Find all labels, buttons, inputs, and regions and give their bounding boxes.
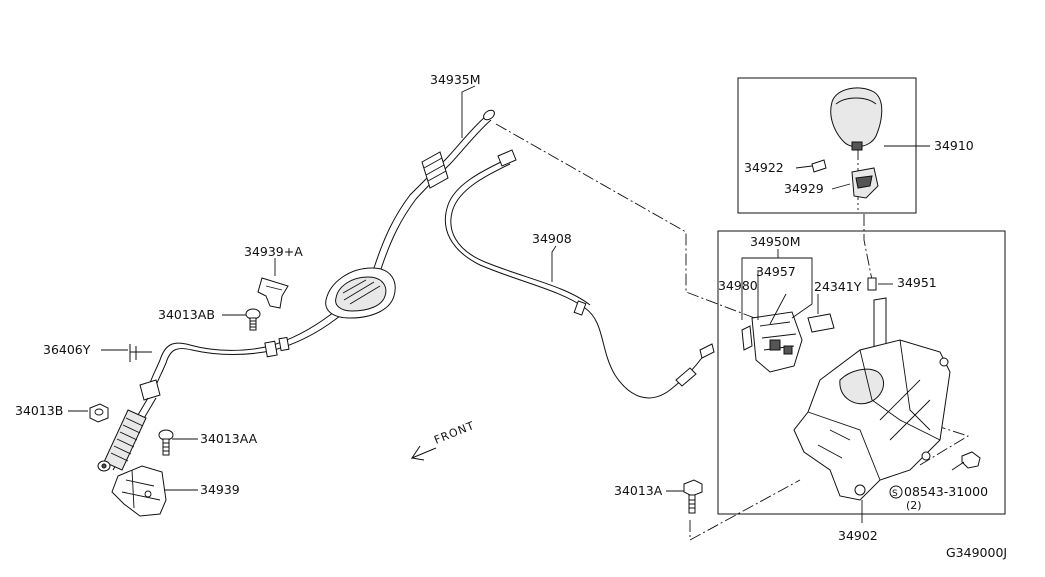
floor-grommet	[325, 267, 396, 319]
callout-34935m: 34935M	[430, 72, 481, 87]
leader-lines	[68, 85, 930, 523]
callout-34902: 34902	[838, 528, 878, 543]
bolt-08543-31000	[951, 451, 981, 471]
front-arrow: FRONT	[410, 419, 477, 461]
callout-34980: 34980	[718, 278, 758, 293]
shift-knob-detail-box	[737, 77, 917, 214]
bracket-34939	[111, 465, 167, 517]
callout-34929: 34929	[784, 181, 824, 196]
callout-34939: 34939	[200, 482, 240, 497]
control-cable-34935m	[97, 109, 495, 472]
bolt-34013a	[683, 479, 703, 514]
pin-34951	[867, 277, 877, 291]
callout-34908: 34908	[532, 231, 572, 246]
callout-34013a: 34013A	[614, 483, 663, 498]
boot-34929	[851, 167, 879, 199]
front-label: FRONT	[432, 419, 476, 447]
callout-34910: 34910	[934, 138, 974, 153]
clip-36406y	[129, 344, 152, 362]
assembly-lines	[495, 123, 970, 541]
diagram-code: G349000J	[946, 545, 1007, 560]
callout-34951: 34951	[897, 275, 937, 290]
nut-34013b	[89, 403, 109, 423]
callout-36406y: 36406Y	[43, 342, 91, 357]
special-bolt-s: S	[892, 489, 898, 499]
callout-34013ab: 34013AB	[158, 307, 215, 322]
callout-24341y: 24341Y	[814, 279, 862, 294]
switch-24341y	[807, 313, 835, 333]
callout-34013b: 34013B	[15, 403, 63, 418]
shift-lock-assembly	[741, 311, 803, 373]
callout-34939a: 34939+A	[244, 244, 303, 259]
callout-labels: 34935M 34908 34939+A 34013AB 36406Y 3401…	[15, 72, 1007, 560]
shifter-base-34902	[793, 297, 951, 501]
callout-08543-31000: 08543-31000	[904, 484, 988, 499]
callout-08543-qty: (2)	[906, 499, 922, 512]
callout-34950m: 34950M	[750, 234, 801, 249]
special-bolt-symbol	[889, 485, 903, 499]
bolt-34013aa	[158, 429, 174, 456]
callout-34957: 34957	[756, 264, 796, 279]
bracket-34939a	[257, 277, 289, 309]
bolt-34013ab	[245, 308, 261, 331]
shift-knob-34910	[830, 87, 883, 151]
shifter-assembly-detail-box	[717, 230, 1006, 515]
cable-34908	[444, 149, 715, 399]
clip-34922	[811, 159, 827, 173]
callout-34013aa: 34013AA	[200, 431, 258, 446]
callout-34922: 34922	[744, 160, 784, 175]
